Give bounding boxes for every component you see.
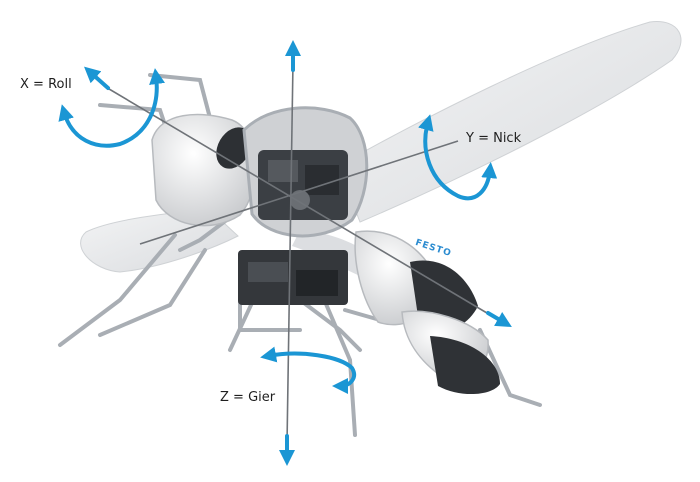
x-axis-arrow-forward-icon [84,66,110,90]
frame-legs [58,73,542,437]
thorax-mechanics [238,106,369,305]
rotation-arrows [58,68,498,394]
z-axis-label: Z = Gier [220,390,276,405]
x-rotation-arrow-icon [58,68,165,148]
y-axis-label: Y = Nick [466,131,522,146]
abdomen [354,230,500,395]
x-axis-label: X = Roll [20,77,72,92]
x-axis-line [103,85,493,317]
x-axis-arrow-back-icon [486,311,512,328]
y-rotation-arrow-icon [418,114,498,201]
right-upper-wing [337,21,682,223]
y-axis-line [139,140,459,245]
z-rotation-arrow-icon [260,346,357,394]
